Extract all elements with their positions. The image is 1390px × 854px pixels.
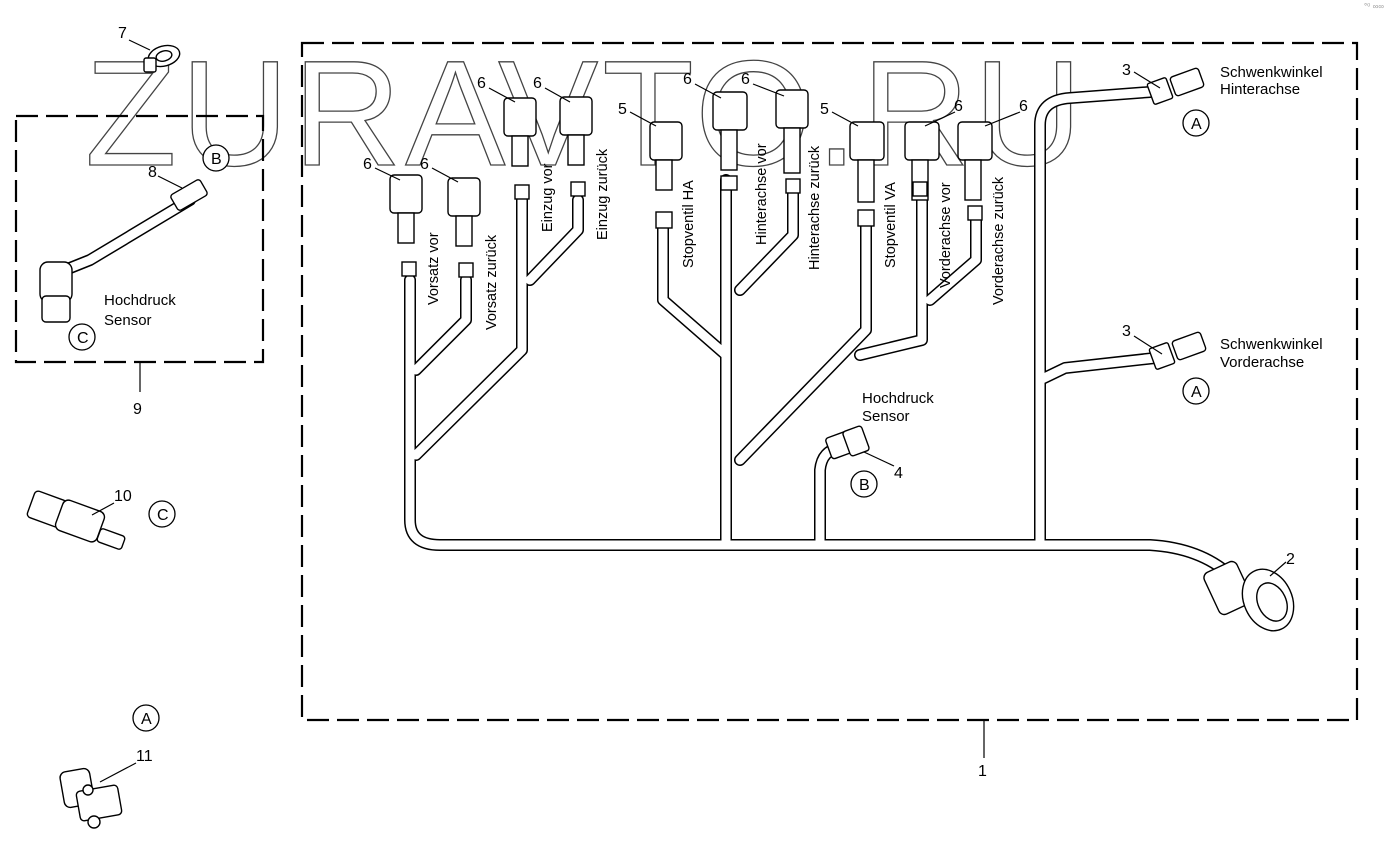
label-hinterachse: Hinterachse: [1220, 81, 1300, 98]
label-hochdruck-kit: Hochdruck: [104, 292, 176, 309]
part-number-11: 11: [136, 748, 153, 765]
part-number-6-hinterachse-vor: 6: [683, 71, 692, 88]
svg-text:B: B: [211, 151, 222, 168]
part-number-6-vorsatz-vor: 6: [363, 156, 372, 173]
valve-connector-hinterachse-zurueck: [775, 89, 809, 194]
branch-label-einzug-vor: Einzug vor: [540, 163, 556, 232]
branch-label-einzug-zurueck: Einzug zurück: [595, 148, 611, 240]
ref-c-sensor: C: [148, 500, 176, 528]
branch-label-vorderachse-zurueck: Vorderachse zurück: [991, 176, 1007, 305]
part-number-6-vorsatz-zurueck: 6: [420, 156, 429, 173]
part-number-6-vorderachse-zurueck: 6: [1019, 98, 1028, 115]
harness-frame: [300, 41, 1359, 722]
valve-connector-hinterachse-vor: [712, 91, 748, 191]
part-number-6-einzug-zurueck: 6: [533, 75, 542, 92]
leader-lines: [91, 39, 1287, 783]
part-number-3-front: 3: [1122, 323, 1131, 340]
label-sensor-kit: Sensor: [104, 312, 152, 329]
branch-label-vorsatz-vor: Vorsatz vor: [426, 232, 442, 305]
ref-c-sensor-kit: C: [68, 323, 96, 351]
part-number-2: 2: [1286, 551, 1295, 568]
branch-label-stopventil-va: Stopventil VA: [883, 182, 899, 268]
svg-text:C: C: [77, 330, 89, 347]
valve-connector-stopventil-va: [849, 121, 885, 227]
part-number-6-vorderachse-vor: 6: [954, 98, 963, 115]
valve-connector-stopventil-ha: [649, 121, 683, 229]
ref-b-sensor-kit: B: [202, 144, 230, 172]
part-number-10: 10: [114, 488, 132, 505]
part-number-5-va: 5: [820, 101, 829, 118]
part-number-4: 4: [894, 465, 903, 482]
part-number-5-ha: 5: [618, 101, 627, 118]
ref-a-front: A: [1182, 377, 1210, 405]
svg-text:C: C: [157, 507, 169, 524]
label-hochdruck-harness: Hochdruck: [862, 390, 934, 407]
part-number-3-rear: 3: [1122, 62, 1131, 79]
corner-mark: °⁰ ∞∞: [1363, 2, 1384, 11]
part-number-9: 9: [133, 401, 142, 418]
svg-text:A: A: [1191, 116, 1202, 133]
branch-label-vorderachse-vor: Vorderachse vor: [938, 182, 954, 288]
main-round-plug: [1203, 560, 1295, 632]
pressure-sensor-10: [26, 490, 126, 550]
ref-a-sensor: A: [132, 704, 160, 732]
ref-b-harness: B: [850, 470, 878, 498]
branch-label-vorsatz-zurueck: Vorsatz zurück: [484, 234, 500, 330]
angle-sensor-connector-rear: [1146, 67, 1205, 105]
label-schwenkwinkel-rear: Schwenkwinkel: [1220, 64, 1323, 81]
part-number-1: 1: [978, 763, 987, 780]
label-vorderachse: Vorderachse: [1220, 354, 1304, 371]
label-sensor-harness: Sensor: [862, 408, 910, 425]
part-number-7: 7: [118, 25, 127, 42]
label-schwenkwinkel-front: Schwenkwinkel: [1220, 336, 1323, 353]
valve-connector-einzug-vor: [503, 97, 537, 200]
pressure-sensor-connector: [825, 425, 870, 460]
svg-text:A: A: [1191, 384, 1202, 401]
valve-connector-vorsatz-zurueck: [447, 177, 481, 278]
valve-connector-einzug-zurueck: [559, 96, 593, 197]
valve-connector-vorderachse-zurueck: [957, 121, 993, 221]
cable-clip-7: [143, 44, 181, 73]
valve-connector-vorderachse-vor: [904, 121, 940, 201]
part-number-6-hinterachse-zurueck: 6: [741, 71, 750, 88]
harness-cables: [404, 86, 1236, 581]
part-number-6-einzug-vor: 6: [477, 75, 486, 92]
high-pressure-sensor-cable-8: [39, 179, 208, 323]
svg-text:A: A: [141, 711, 152, 728]
part-number-8: 8: [148, 164, 157, 181]
branch-label-hinterachse-vor: Hinterachse vor: [754, 143, 770, 245]
svg-text:B: B: [859, 477, 870, 494]
valve-connector-vorsatz-vor: [389, 174, 423, 277]
angle-sensor-11: [59, 767, 123, 829]
ref-a-rear: A: [1182, 109, 1210, 137]
branch-label-stopventil-ha: Stopventil HA: [681, 180, 697, 268]
branch-label-hinterachse-zurueck: Hinterachse zurück: [807, 145, 823, 270]
